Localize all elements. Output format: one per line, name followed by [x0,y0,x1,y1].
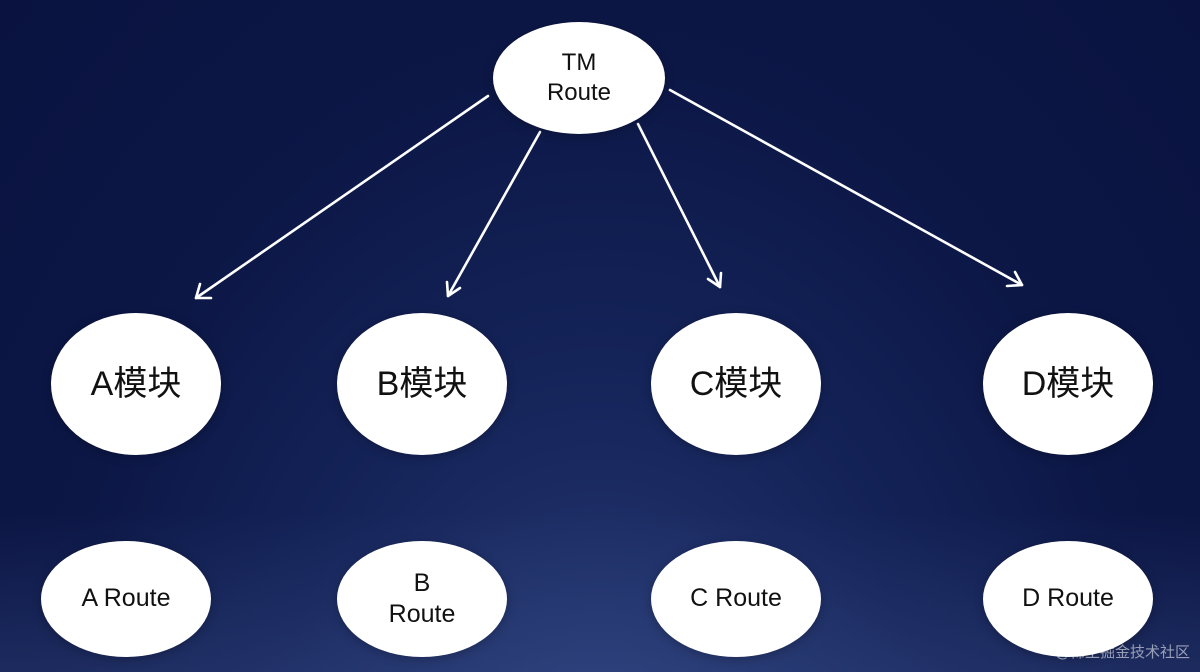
c-route-label-line1: C Route [690,584,782,613]
tm-route-node: TM Route [493,22,665,134]
a-route-node: A Route [41,541,211,657]
b-route-label-line2: Route [388,600,456,628]
tm-route-label-line2: Route [546,79,612,106]
c-route-node: C Route [651,541,821,657]
d-route-node: D Route [983,541,1153,657]
module-c-label: C模块 [689,364,783,403]
module-c-node: C模块 [651,313,821,455]
module-a-label: A模块 [90,364,182,403]
module-d-node: D模块 [983,313,1153,455]
b-route-node: B Route [337,541,507,657]
a-route-label-line1: A Route [81,584,171,613]
watermark: @稀土掘金技术社区 [1054,643,1190,661]
module-d-label: D模块 [1021,364,1115,403]
arrow-to-d-module [668,88,1024,288]
arrow-to-a-module [194,94,490,300]
module-b-node: B模块 [337,313,507,455]
module-a-node: A模块 [51,313,221,455]
b-route-label-line1: B [413,568,431,597]
module-b-label: B模块 [376,364,468,403]
arrow-to-b-module [445,130,542,298]
d-route-label-line1: D Route [1022,584,1114,613]
tm-route-label-line1: TM [561,49,597,76]
arrow-to-c-module [636,122,723,289]
